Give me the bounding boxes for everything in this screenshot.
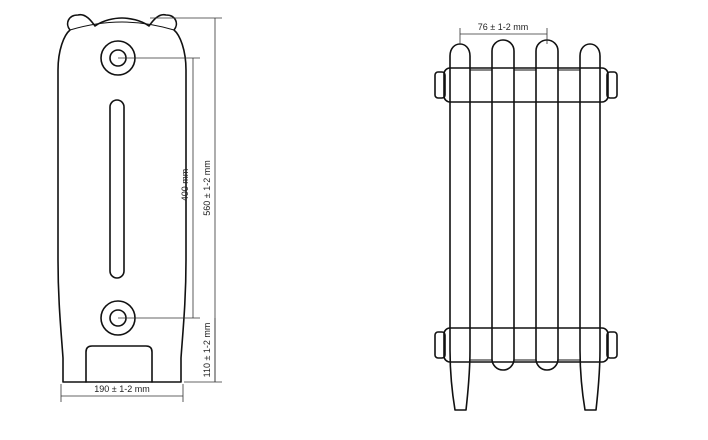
- column-3: [535, 39, 559, 371]
- column-1: [449, 43, 471, 411]
- bottom-header-pipe: [443, 327, 609, 363]
- bottom-right-end-cap: [606, 331, 618, 359]
- center-slot: [109, 99, 125, 279]
- pitch-dimension-label: 76 ± 1-2 mm: [478, 22, 528, 32]
- center-distance-dimension-label: 400 mm: [180, 169, 190, 202]
- front-view-dimensions: 76 ± 1-2 mm: [459, 22, 548, 44]
- foot-cutout: [85, 345, 153, 383]
- column-2: [491, 39, 515, 371]
- front-view: [434, 39, 618, 411]
- side-view: [57, 13, 187, 383]
- bottom-left-end-cap: [434, 331, 446, 359]
- total-height-dimension-label: 560 ± 1-2 mm: [202, 160, 212, 215]
- side-view-body-outline: [57, 13, 187, 383]
- side-view-top-inner-line: [69, 21, 175, 31]
- width-dimension-label: 190 ± 1-2 mm: [94, 384, 149, 394]
- side-view-dimensions: 190 ± 1-2 mm 560 ± 1-2 mm 400 mm 110 ± 1…: [60, 17, 222, 402]
- top-header-pipe: [443, 67, 609, 103]
- foot-height-dimension-label: 110 ± 1-2 mm: [202, 323, 212, 378]
- top-right-end-cap: [606, 71, 618, 99]
- top-left-end-cap: [434, 71, 446, 99]
- column-4: [579, 43, 601, 411]
